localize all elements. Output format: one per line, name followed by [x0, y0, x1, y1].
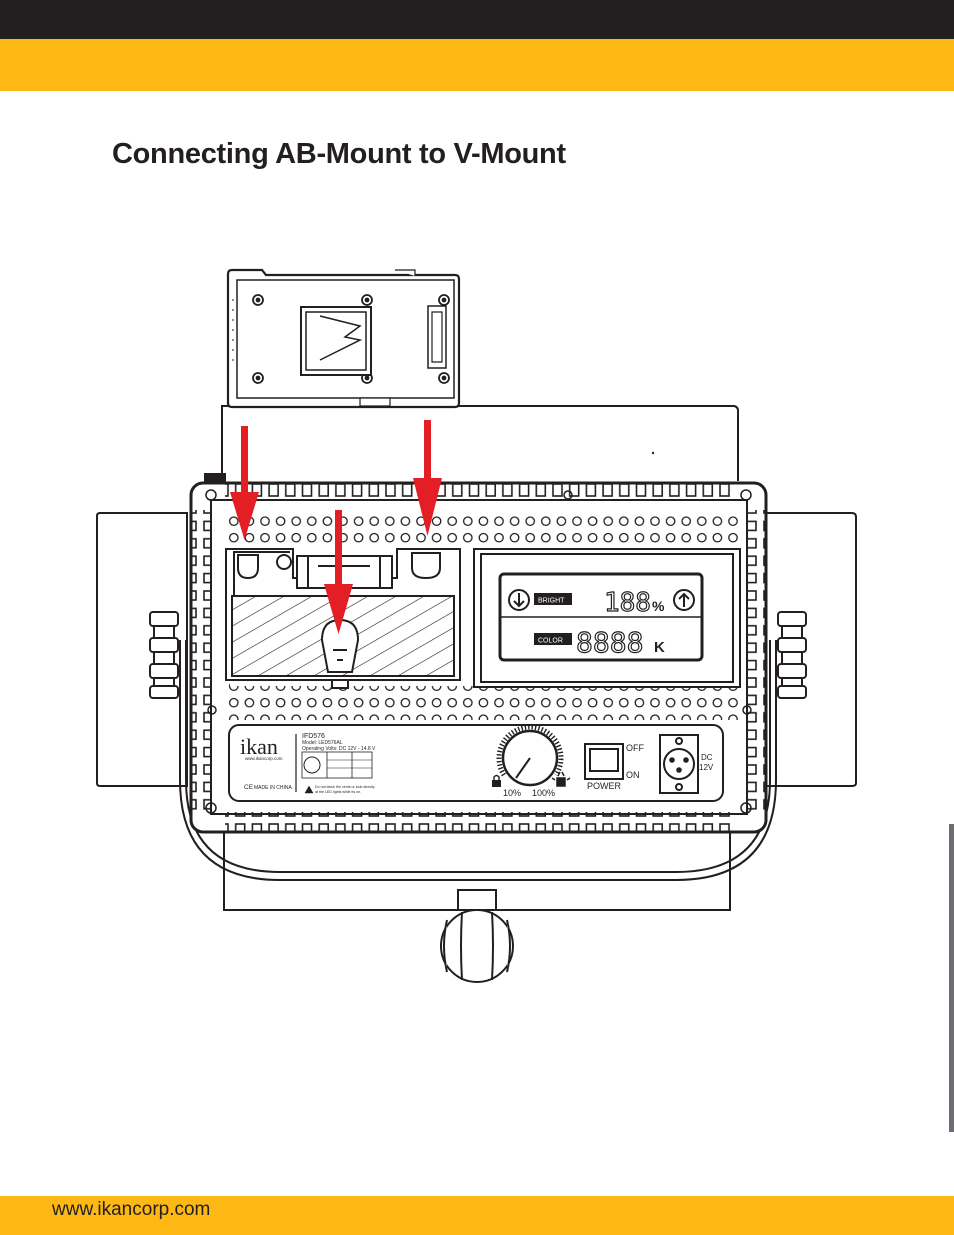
ab-to-v-mount-adapter [226, 268, 461, 409]
xlr-connector-icon [303, 756, 321, 774]
lock-icon [492, 774, 501, 787]
panel-mount-plate [225, 548, 461, 689]
display-k-value: 8888 [576, 626, 643, 659]
header-black-bar [0, 0, 954, 39]
made-in-label: MADE IN CHINA [254, 785, 292, 791]
display-bright-label: BRIGHT [538, 598, 565, 605]
arrow-center-slot [324, 510, 353, 634]
model-id: IFD576 [302, 733, 325, 740]
right-knob [777, 611, 807, 699]
left-knob [149, 611, 179, 699]
volts-line: Operating Volts: DC 12V - 14.8 V [302, 746, 376, 752]
brand-logo: ikan [240, 734, 278, 759]
footer-url[interactable]: www.ikancorp.com [52, 1199, 211, 1220]
warning-icon [304, 785, 314, 794]
dial-min-label: 10% [503, 788, 521, 798]
svg-text:CE: CE [244, 784, 254, 791]
display-k-unit: K [654, 639, 665, 656]
header-yellow-bar [0, 39, 954, 91]
ce-mark-icon: CE [244, 784, 254, 791]
power-label: POWER [587, 781, 622, 791]
side-tab [949, 824, 954, 1132]
switch-off-label: OFF [626, 743, 644, 753]
power-switch[interactable] [584, 743, 624, 780]
right-barn-door [765, 512, 857, 787]
dc-volts-label: 12V [699, 763, 714, 772]
brand-url: www.ikancorp.com [245, 756, 283, 761]
display-color-label: COLOR [538, 638, 563, 645]
switch-on-label: ON [626, 770, 640, 780]
bottom-knob [440, 909, 514, 983]
footer-bar [0, 1196, 954, 1235]
lcd-display-module [473, 548, 741, 688]
lamp-icon [551, 771, 571, 787]
up-arrow-icon[interactable] [673, 589, 695, 611]
down-arrow-icon[interactable] [508, 589, 530, 611]
top-barn-door [204, 405, 739, 484]
warning-line-2: at the LED lights while its on. [315, 790, 361, 794]
dc-label: DC [701, 753, 713, 762]
dial-max-label: 100% [532, 788, 555, 798]
model-line: Model: LED576AL [302, 740, 343, 746]
page-title: Connecting AB-Mount to V-Mount [112, 138, 566, 170]
arrow-left-slot [230, 426, 259, 540]
dc-input-connector [659, 734, 699, 794]
display-percent-value: 188 [604, 588, 651, 618]
display-percent-unit: % [652, 598, 665, 614]
warning-line-1: Do not block the vents or look directly [315, 785, 375, 789]
dimmer-dial[interactable] [496, 724, 564, 787]
arrow-right-slot [413, 420, 442, 536]
